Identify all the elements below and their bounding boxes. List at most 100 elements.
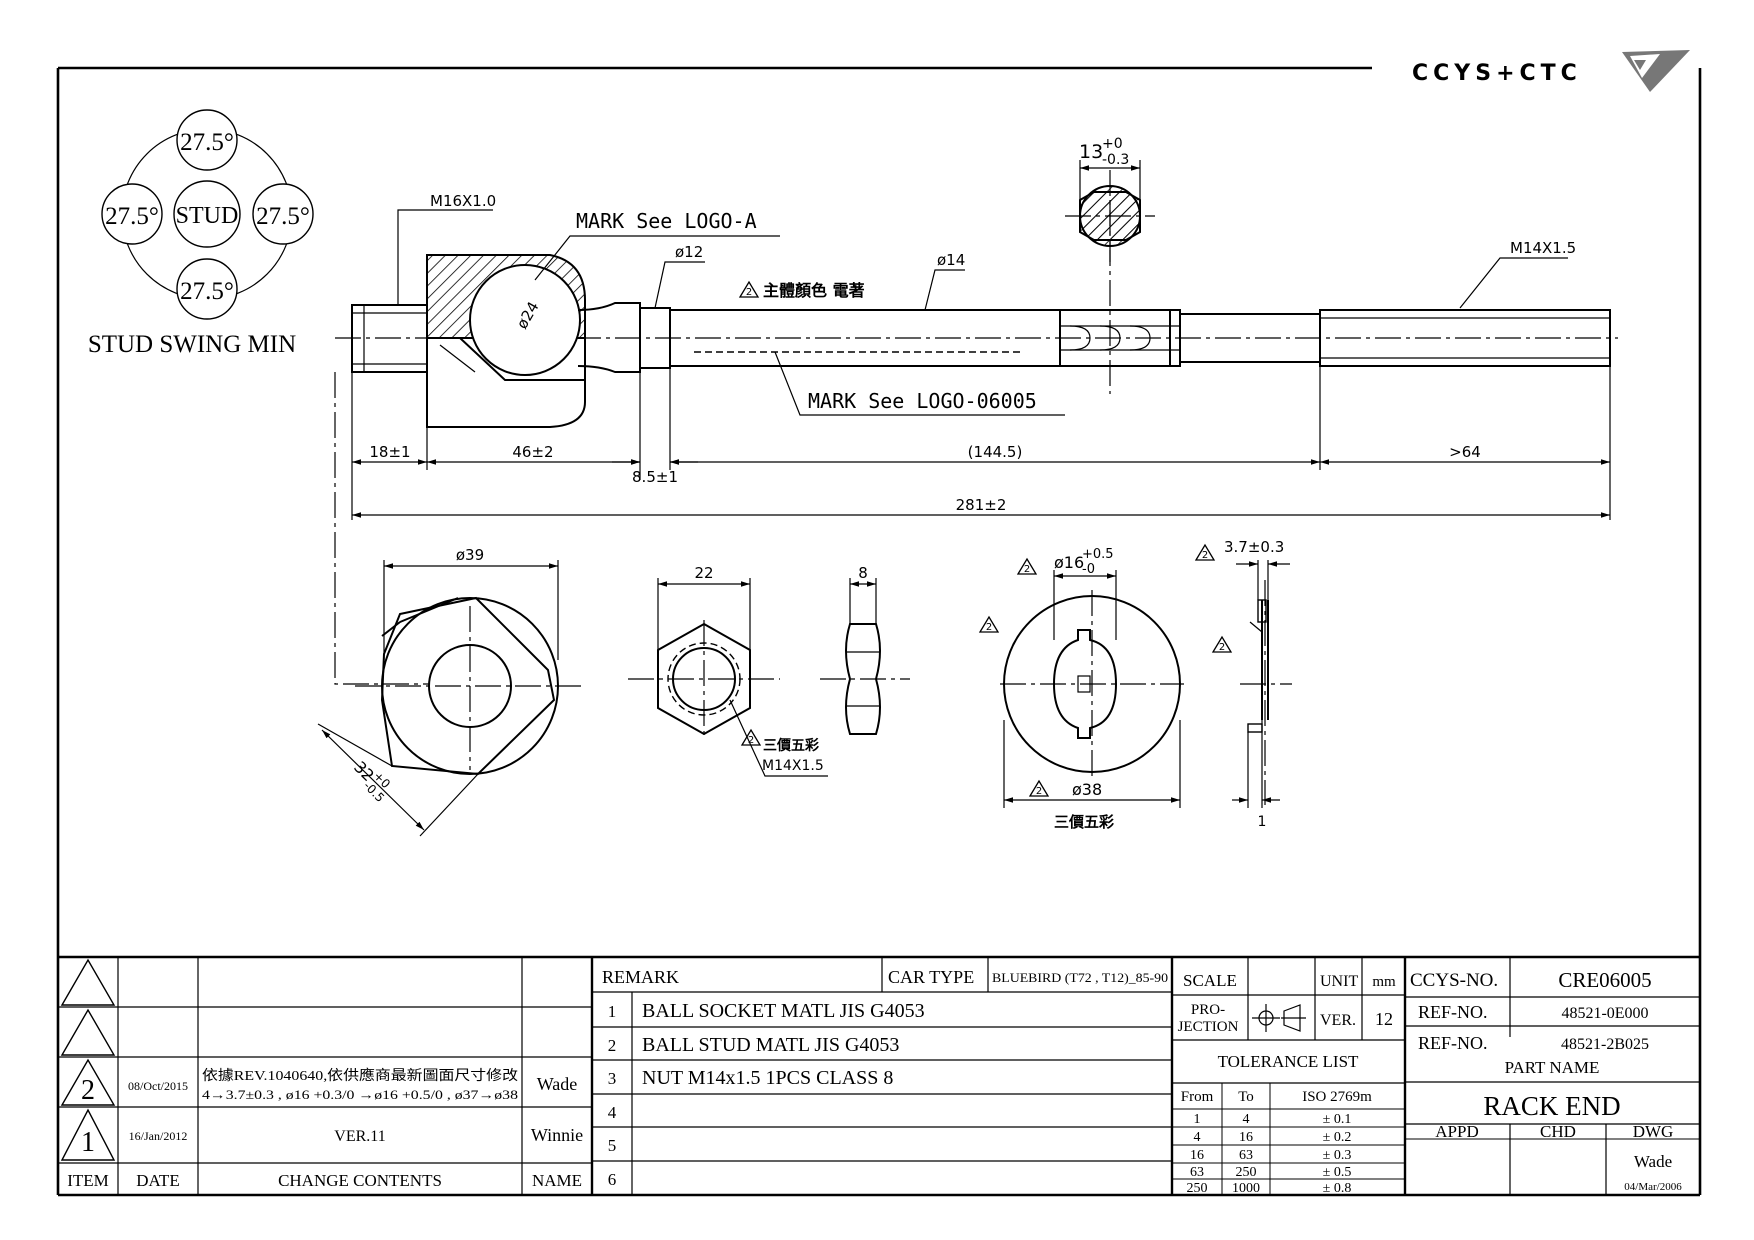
washer-inner: ø16	[1054, 553, 1084, 572]
tol-to-5: 1000	[1232, 1181, 1260, 1196]
tol-to-2: 16	[1239, 1130, 1253, 1145]
ref-no-label-2: REF-NO.	[1418, 1033, 1488, 1053]
projection-symbol-icon	[1252, 1004, 1306, 1032]
drawn-by: Wade	[1634, 1152, 1672, 1171]
tol-from-2: 4	[1194, 1130, 1201, 1145]
washer-inner-tol-up: +0.5	[1082, 547, 1114, 562]
tol-val-1: ± 0.1	[1323, 1112, 1352, 1127]
swing-center: STUD	[176, 203, 239, 229]
remark-text-3: NUT M14x1.5 1PCS CLASS 8	[642, 1067, 893, 1089]
remark-no-1: 1	[608, 1002, 617, 1021]
rev-mark-washer-inner: 2	[1024, 564, 1030, 575]
nut-front-view: 22 2 三價五彩 M14X1.5	[628, 564, 828, 777]
thread-left-note: M16X1.0	[430, 192, 496, 210]
hex-section: 13 +0 -0.3	[1065, 136, 1155, 262]
appd-label: APPD	[1435, 1122, 1478, 1141]
tol-to-1: 4	[1243, 1112, 1250, 1127]
tol-from-1: 1	[1194, 1112, 1201, 1127]
ccys-no-label: CCYS-NO.	[1410, 970, 1498, 991]
projection-label-1: PRO-	[1191, 1002, 1225, 1018]
rev-item-2: 2	[81, 1075, 95, 1106]
remark-label: REMARK	[602, 967, 679, 987]
mark-logo-a-note: MARK See LOGO-A	[576, 209, 757, 233]
end-view-dia: ø39	[456, 546, 484, 564]
rev-header-name: NAME	[532, 1171, 582, 1190]
rev-header-item: ITEM	[67, 1171, 109, 1190]
rev-date-1: 16/Jan/2012	[129, 1129, 188, 1143]
washer-thick: 3.7±0.3	[1224, 538, 1284, 556]
remark-no-6: 6	[608, 1170, 617, 1189]
tol-val-5: ± 0.8	[1323, 1181, 1352, 1196]
tol-from-5: 250	[1187, 1181, 1208, 1196]
rev-item-1: 1	[81, 1127, 95, 1158]
unit-label: UNIT	[1320, 973, 1358, 990]
stud-swing-diagram: 27.5° 27.5° 27.5° 27.5° STUD STUD SWING …	[88, 109, 314, 358]
nut-width: 22	[694, 564, 713, 582]
ccys-no: CRE06005	[1558, 968, 1651, 992]
rev-mark-nut: 2	[748, 735, 754, 746]
end-view: ø39 32 +0 -0.5	[317, 546, 585, 837]
washer-front-view: 2 ø16 +0.5 -0 2 2 ø38 三價五彩	[978, 547, 1184, 831]
unit-value: mm	[1372, 974, 1396, 990]
tol-header-iso: ISO 2769m	[1302, 1089, 1372, 1105]
scale-label: SCALE	[1183, 971, 1237, 990]
chd-label: CHD	[1540, 1122, 1576, 1141]
nut-finish: 三價五彩	[763, 737, 819, 754]
length-dimensions: 18±1 46±2 8.5±1 (144.5) >64 281±2	[334, 366, 1611, 685]
nut-thread: M14X1.5	[762, 758, 824, 774]
washer-side-dim: 1	[1258, 814, 1267, 830]
thread-right-note: M14X1.5	[1510, 239, 1576, 257]
rev-mark-washer-face: 2	[986, 622, 992, 633]
tol-val-4: ± 0.5	[1323, 1165, 1352, 1180]
dia-14-note: ø14	[937, 251, 965, 269]
swing-bottom: 27.5°	[180, 278, 234, 305]
dim-46: 46±2	[512, 443, 553, 461]
tol-header-from: From	[1181, 1089, 1214, 1105]
title-block	[58, 955, 1700, 1195]
dim-18: 18±1	[369, 443, 410, 461]
rev-contents-2: 依據REV.1040640,依供應商最新圖面尺寸修改	[202, 1067, 518, 1084]
washer-side-view: 2 3.7±0.3 2 1	[1194, 538, 1292, 830]
rev-name-1: Winnie	[531, 1125, 583, 1145]
ver-value: 12	[1375, 1009, 1393, 1029]
washer-finish: 三價五彩	[1054, 813, 1114, 831]
dwg-label: DWG	[1633, 1122, 1674, 1141]
rev-date-2: 08/Oct/2015	[128, 1079, 188, 1093]
tol-from-4: 63	[1190, 1165, 1204, 1180]
nut-thick: 8	[858, 564, 868, 582]
hex-tol-low: -0.3	[1102, 152, 1129, 168]
tol-header-to: To	[1238, 1089, 1254, 1105]
remark-text-2: BALL STUD MATL JIS G4053	[642, 1034, 899, 1056]
ccys-logo-icon: CCYS+CTC	[1412, 50, 1690, 92]
rev-header-contents: CHANGE CONTENTS	[278, 1171, 442, 1190]
remark-no-3: 3	[608, 1069, 617, 1088]
swing-top: 27.5°	[180, 129, 234, 156]
dim-8-5: 8.5±1	[632, 468, 678, 486]
remark-no-2: 2	[608, 1036, 617, 1055]
swing-right: 27.5°	[256, 203, 310, 230]
ref-no-2: 48521-2B025	[1561, 1036, 1649, 1053]
projection-label-2: JECTION	[1178, 1019, 1239, 1035]
mark-logo-06005-note: MARK See LOGO-06005	[808, 389, 1037, 413]
rev-name-2: Wade	[537, 1074, 578, 1094]
dim-144-5: (144.5)	[968, 443, 1023, 461]
washer-outer: ø38	[1072, 780, 1102, 799]
washer-inner-tol-low: -0	[1082, 562, 1095, 577]
hex-tol-up: +0	[1102, 136, 1123, 152]
rev-mark-washer-outer: 2	[1036, 786, 1042, 797]
dim-281: 281±2	[956, 496, 1007, 514]
tol-from-3: 16	[1190, 1148, 1204, 1163]
rev-contents-2b: 4→3.7±0.3 , ø16 +0.3/0 →ø16 +0.5/0 , ø37…	[202, 1087, 518, 1102]
tol-to-3: 63	[1239, 1148, 1253, 1163]
remark-no-5: 5	[608, 1136, 617, 1155]
ref-no-1: 48521-0E000	[1561, 1005, 1648, 1022]
car-type-value: BLUEBIRD (T72 , T12)_85-90	[992, 970, 1168, 985]
rev-mark-washer-thick: 2	[1202, 550, 1208, 561]
part-name-label: PART NAME	[1505, 1058, 1600, 1077]
ref-no-label-1: REF-NO.	[1418, 1002, 1488, 1022]
dim-64: >64	[1449, 443, 1481, 461]
body-color-note: 主體顏色 電著	[763, 281, 865, 300]
tol-val-3: ± 0.3	[1323, 1148, 1352, 1163]
dia-12-note: ø12	[675, 243, 703, 261]
